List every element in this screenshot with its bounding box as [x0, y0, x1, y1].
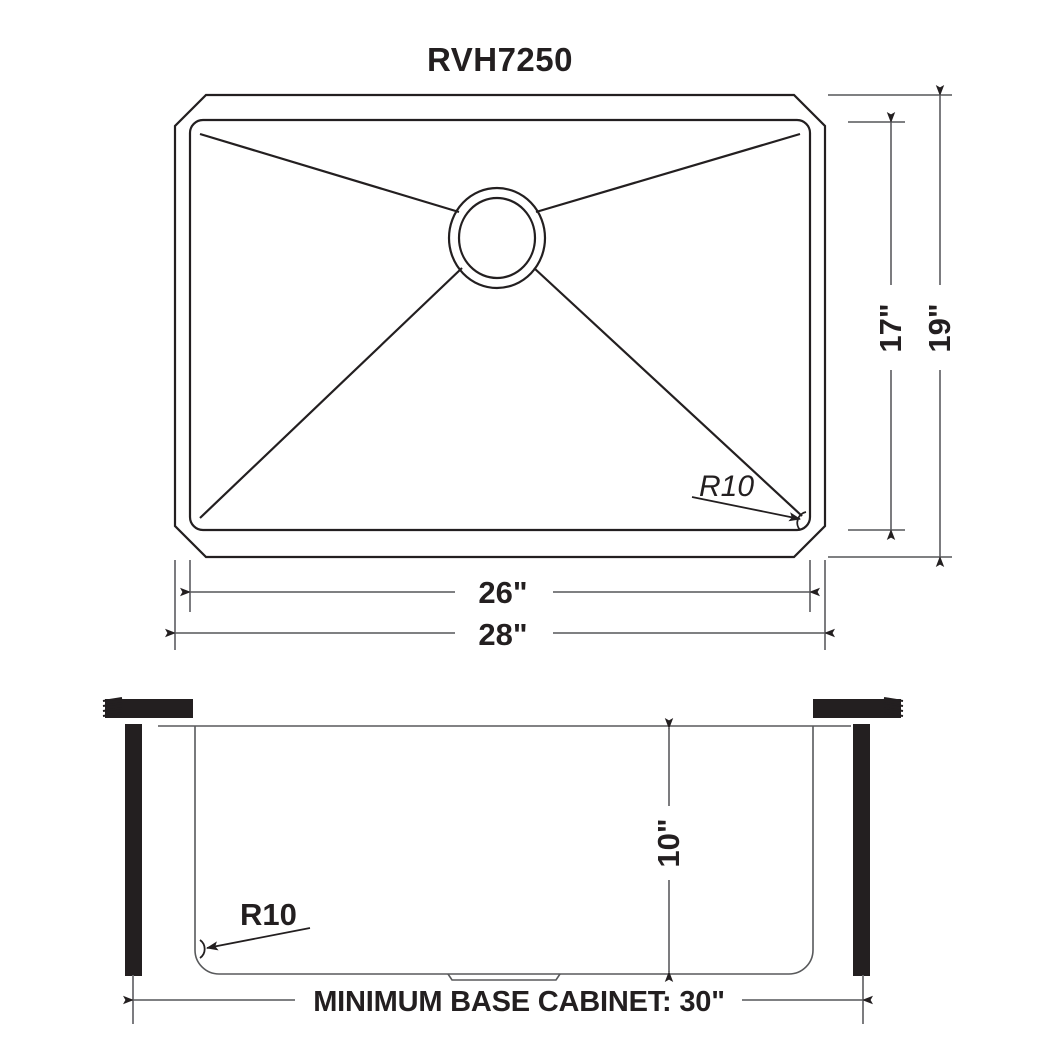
- sink-cross-section: [158, 725, 851, 975]
- dimension-width-inner-label: 26": [478, 575, 527, 610]
- dimension-depth-outer-label: 19": [922, 303, 957, 352]
- dimension-base-cabinet-label: MINIMUM BASE CABINET: 30": [313, 986, 725, 1018]
- basin-slope-lines: [199, 132, 803, 519]
- sink-outer-rim: [173, 93, 827, 559]
- callout-radius-section-label: R10: [240, 897, 297, 932]
- dimension-width-outer: 28": [165, 617, 835, 652]
- drain-outlet: [447, 973, 561, 981]
- dimension-depth-inner: 17": [873, 112, 908, 540]
- cabinet-wall-right: [813, 697, 904, 976]
- dimension-bowl-depth: 10": [651, 718, 686, 982]
- callout-radius-section: R10: [199, 897, 311, 959]
- callout-radius-top: R10: [691, 470, 807, 531]
- drain-icon: [447, 186, 547, 290]
- dimension-width-inner: 26": [180, 575, 820, 610]
- hatch-left: [102, 697, 123, 717]
- dimension-base-cabinet: MINIMUM BASE CABINET: 30": [123, 975, 873, 1024]
- hatch-right: [883, 697, 904, 717]
- dimension-depth-inner-label: 17": [873, 303, 908, 352]
- callout-radius-top-label: R10: [699, 470, 754, 503]
- page-title: RVH7250: [427, 41, 573, 78]
- dimension-width-outer-label: 28": [478, 617, 527, 652]
- dimension-depth-outer: 19": [922, 85, 957, 567]
- cabinet-wall-left: [102, 697, 193, 976]
- sink-inner-basin: [188, 118, 812, 532]
- dimension-bowl-depth-label: 10": [651, 818, 686, 867]
- dimension-extension-lines-right: [828, 94, 952, 558]
